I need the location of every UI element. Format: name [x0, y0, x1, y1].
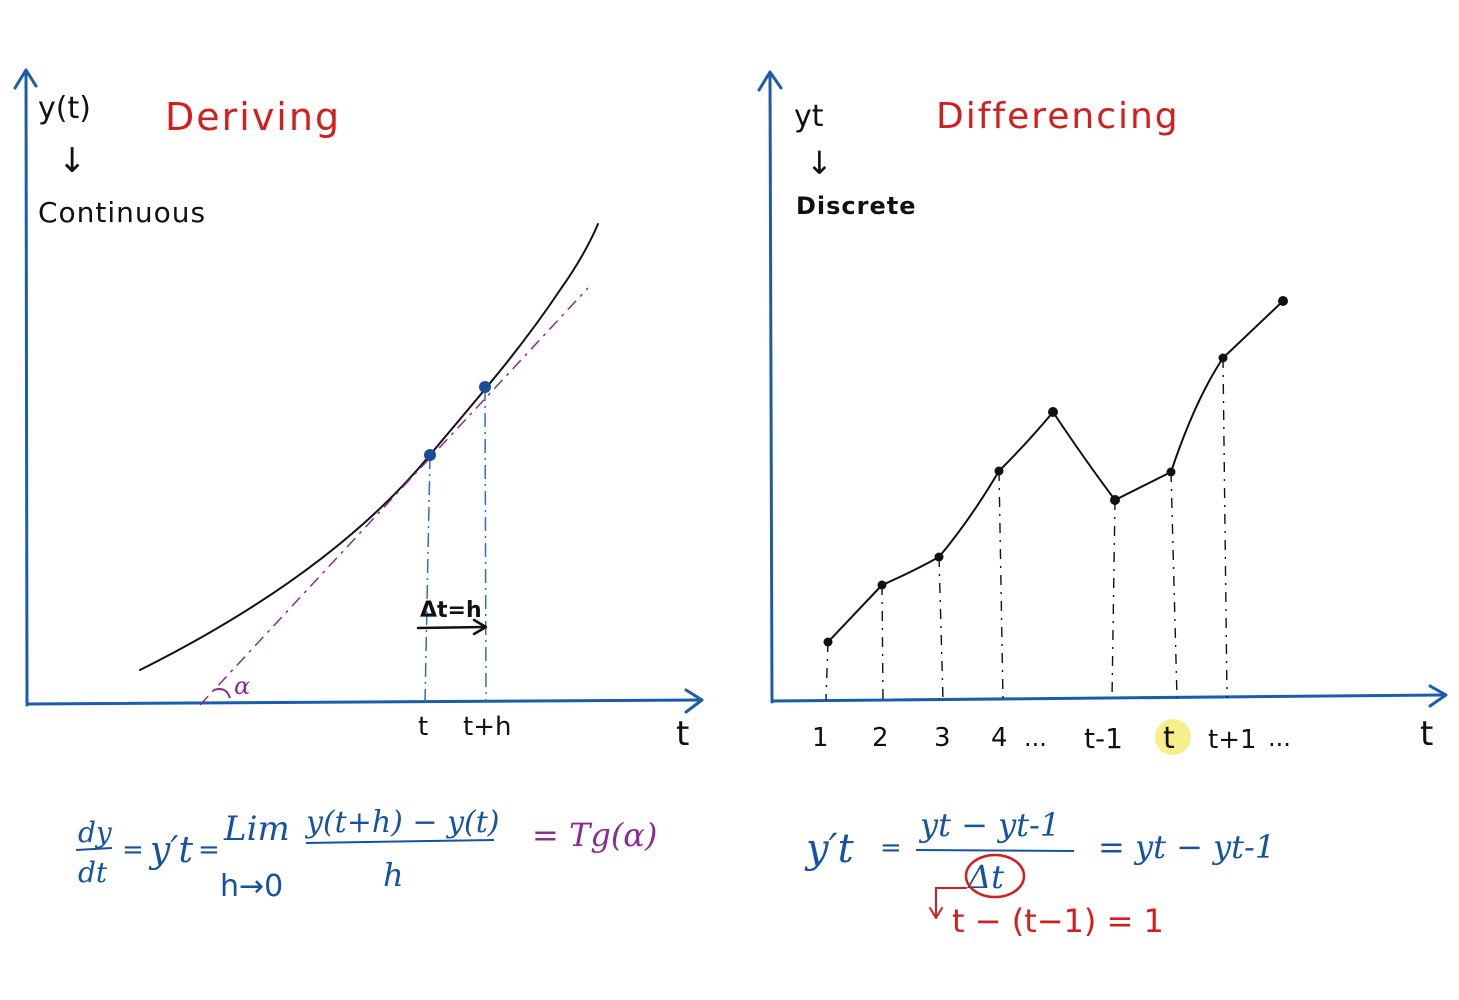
guide-t	[1170, 471, 1178, 699]
formula-denominator: h	[383, 856, 404, 894]
formula-numerator: y(t+h) − y(t)	[304, 805, 500, 840]
angle-label: α	[234, 672, 250, 700]
point-t-plus-h	[479, 381, 491, 393]
right-x-tick: t+1	[1208, 725, 1257, 755]
delta-note: t − (t−1) = 1	[952, 902, 1164, 940]
data-point	[1166, 467, 1176, 477]
right-down-arrow-icon: ↓	[806, 144, 833, 182]
formula-eq-2: =	[198, 835, 220, 865]
point-t	[424, 449, 436, 461]
right-x-tick: t-1	[1084, 722, 1123, 755]
right-y-axis	[768, 72, 774, 704]
right-x-tick: t	[1163, 721, 1175, 756]
data-point	[1110, 495, 1120, 505]
data-point	[994, 466, 1004, 476]
right-x-axis-label: t	[1420, 714, 1433, 754]
delta-arrowhead	[472, 618, 488, 636]
left-x-tick-t-plus-h: t+h	[463, 712, 511, 742]
right-x-ticks: 1 2 3 4 ... t-1 t t+1 ...	[812, 721, 1291, 756]
note-arrowhead	[929, 907, 943, 919]
formula-deriv: y′t	[148, 830, 194, 871]
discrete-points	[823, 296, 1288, 647]
left-y-label: y(t)	[38, 91, 91, 126]
formula-lim-sub: h→0	[220, 869, 283, 904]
guide-t-plus-h	[484, 386, 487, 703]
formula-result: = Tg(α)	[532, 816, 657, 854]
left-y-axis	[24, 70, 29, 707]
formula-fraction-bar	[305, 839, 495, 844]
data-point	[1278, 296, 1288, 306]
left-subtitle: Continuous	[38, 196, 206, 229]
note-arrow	[935, 887, 967, 917]
tangent-line	[199, 287, 589, 706]
continuous-curve	[139, 223, 599, 671]
left-x-tick-t: t	[418, 712, 428, 742]
right-title: Differencing	[936, 96, 1180, 137]
tick-highlight	[1155, 719, 1191, 755]
left-x-axis	[25, 698, 702, 706]
right-x-axis	[770, 693, 1446, 703]
formula-lhs: y′t	[804, 826, 855, 872]
left-axes	[13, 68, 704, 714]
guide-2	[881, 584, 884, 701]
angle-arc	[213, 688, 231, 699]
delta-arrow	[416, 625, 486, 630]
data-point	[934, 552, 944, 562]
right-axes	[757, 70, 1448, 708]
data-point	[877, 580, 887, 590]
left-x-axis-label: t	[676, 714, 689, 754]
data-point	[1218, 353, 1228, 363]
formula-fraction-bar	[915, 849, 1075, 852]
formula-dt: dt	[78, 856, 108, 889]
formula-rhs: = yt − yt-1	[1098, 828, 1275, 866]
guide-t-plus-1	[1222, 357, 1228, 699]
formula-eq-1: =	[122, 835, 144, 865]
guide-t-minus-1	[1111, 499, 1116, 699]
formula-dy: dy	[78, 816, 113, 849]
delta-label: Δt=h	[420, 598, 482, 623]
right-x-tick: ...	[1268, 724, 1291, 752]
right-x-tick: ...	[1024, 724, 1047, 752]
derivative-formula: dy dt = y′t = Lim h→0 y(t+h) − y(t) h = …	[75, 805, 657, 904]
right-x-tick: 1	[812, 723, 829, 753]
data-point	[823, 637, 833, 647]
right-y-axis-arrowhead	[757, 70, 783, 92]
left-down-arrow-icon: ↓	[58, 141, 87, 181]
guide-4	[998, 470, 1004, 701]
discrete-series-line	[827, 300, 1284, 643]
formula-eq-1: =	[880, 833, 902, 863]
right-x-axis-arrowhead	[1428, 684, 1448, 708]
left-x-axis-arrowhead	[684, 688, 704, 714]
guide-3	[938, 556, 944, 701]
difference-formula: y′t = yt − yt-1 Δt = yt − yt-1 t − (t−1)…	[804, 806, 1275, 940]
guide-t	[424, 454, 431, 703]
formula-dy-dt-bar	[75, 847, 113, 851]
formula-numerator: yt − yt-1	[918, 806, 1060, 844]
delta-circle	[964, 853, 1026, 899]
right-x-tick: 3	[934, 723, 951, 753]
discrete-guides	[825, 357, 1228, 701]
formula-lim: Lim	[223, 809, 290, 849]
left-title: Deriving	[165, 95, 341, 139]
guide-1	[825, 641, 829, 701]
right-panel: yt ↓ Discrete Differencing	[757, 70, 1448, 940]
left-panel: y(t) ↓ Continuous Deriving Δt=h α t t+h …	[13, 68, 704, 904]
right-y-label: yt	[794, 99, 824, 134]
right-subtitle: Discrete	[796, 192, 917, 220]
left-y-axis-arrowhead	[13, 68, 38, 90]
data-point	[1048, 407, 1058, 417]
right-x-tick: 4	[991, 723, 1008, 753]
right-x-tick: 2	[872, 723, 889, 753]
